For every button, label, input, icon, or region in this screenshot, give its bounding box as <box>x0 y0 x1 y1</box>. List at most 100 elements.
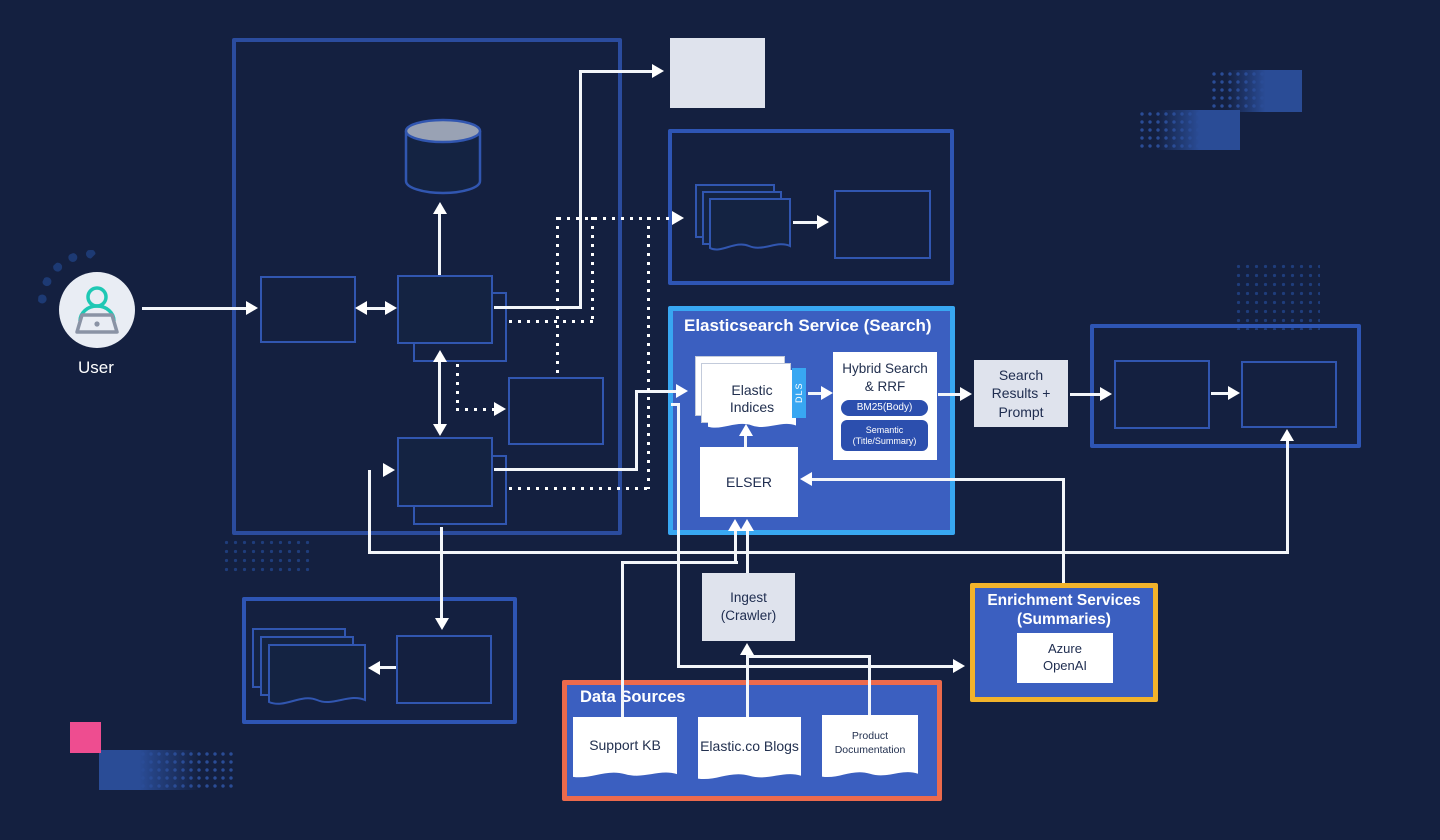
arrowhead <box>433 202 447 214</box>
connector-elser-indices <box>744 436 747 447</box>
connector-indices-hybrid <box>808 392 823 395</box>
dotted-top <box>558 217 674 220</box>
arrowhead <box>676 384 688 398</box>
arrowhead <box>740 643 754 655</box>
doc-elastic-blogs: Elastic.co Blogs <box>698 717 801 787</box>
connector-d-indices-1 <box>494 468 638 471</box>
faded-doc-stack-top <box>695 184 795 258</box>
connector-a-b <box>367 307 387 310</box>
ingest-box: Ingest (Crawler) <box>702 573 795 641</box>
decor-pink-square <box>70 722 101 753</box>
connector-f-g <box>1211 392 1230 395</box>
doc-elastic-blogs-label: Elastic.co Blogs <box>700 737 799 754</box>
connector-es-enrich-1 <box>677 403 680 667</box>
connector-enrich-elser-2 <box>812 478 1065 481</box>
dotted-b-right <box>509 320 595 323</box>
arrowhead <box>435 618 449 630</box>
connector-rail-left <box>368 470 371 554</box>
connector-b-gray-3 <box>579 70 654 73</box>
connector-kb-elser-3 <box>734 531 737 563</box>
doc-product-docs: Product Documentation <box>822 715 918 785</box>
dotted-to-c <box>456 408 494 411</box>
faded-panel-main <box>232 38 622 535</box>
arrowhead <box>1280 429 1294 441</box>
connector-d-bottom <box>440 527 443 620</box>
connector-b-d <box>438 362 441 424</box>
connector-enrich-elser-1 <box>1062 479 1065 583</box>
faded-box-d <box>397 437 493 507</box>
search-results-box: Search Results + Prompt <box>974 360 1068 427</box>
dotted-v1 <box>556 217 559 376</box>
decor-pixels-bottom-left <box>99 750 233 790</box>
arrowhead <box>821 386 833 400</box>
user-label: User <box>78 358 114 377</box>
arrowhead <box>383 463 395 477</box>
hybrid-search-title: Hybrid Search & RRF <box>842 361 928 394</box>
enrichment-title: Enrichment Services (Summaries) <box>987 592 1141 629</box>
connector-kb-elser-1 <box>621 563 624 717</box>
connector-es-enrich-0 <box>671 403 680 406</box>
faded-doc-stack-bottom <box>252 628 370 714</box>
arrowhead <box>433 350 447 362</box>
decor-pixels-right <box>1234 262 1320 330</box>
connector-blogs-ingest <box>746 655 749 717</box>
es-service-title: Elasticsearch Service (Search) <box>684 316 932 335</box>
faded-box-c <box>508 377 604 445</box>
faded-box-f <box>1114 360 1210 429</box>
connector-user-to-app <box>142 307 246 310</box>
ingest-label: Ingest (Crawler) <box>720 590 777 623</box>
connector-d-indices-2 <box>635 390 638 471</box>
doc-product-docs-label: Product Documentation <box>834 730 906 756</box>
connector-hybrid-results <box>938 393 962 396</box>
connector-prod-ingest-1 <box>868 656 871 715</box>
faded-box-g <box>1241 361 1337 428</box>
data-sources-title: Data Sources <box>580 688 686 706</box>
search-results-label: Search Results + Prompt <box>991 367 1051 420</box>
connector-b-db <box>438 214 441 275</box>
decor-pixels-under-panel <box>222 538 310 576</box>
faded-panel-top-right <box>668 129 954 285</box>
connector-ingest-elser <box>746 531 749 573</box>
user-icon <box>59 272 135 348</box>
connector-b-gray-2 <box>579 70 582 309</box>
bm25-pill: BM25(Body) <box>841 400 928 416</box>
arrowhead <box>960 387 972 401</box>
arrowhead <box>246 301 258 315</box>
faded-box-b <box>397 275 493 344</box>
arrowhead <box>368 661 380 675</box>
elser-label: ELSER <box>726 474 772 490</box>
arrowhead <box>385 301 397 315</box>
arrowhead <box>652 64 664 78</box>
dotted-v3 <box>647 217 650 489</box>
connector-results-f <box>1070 393 1102 396</box>
connector-prod-ingest-2 <box>746 655 871 658</box>
decor-arc-user <box>38 250 100 312</box>
faded-panel-bottom-left <box>242 597 517 724</box>
arrowhead <box>433 424 447 436</box>
semantic-pill: Semantic (Title/Summary) <box>841 420 928 451</box>
azure-openai-box: Azure OpenAI <box>1017 633 1113 683</box>
arrowhead <box>1100 387 1112 401</box>
decor-pixels-top-right-b <box>1138 110 1240 150</box>
connector-rail-right <box>1286 441 1289 554</box>
faded-panel-right <box>1090 324 1361 448</box>
arrowhead <box>355 301 367 315</box>
dotted-v4 <box>456 364 459 410</box>
faded-box-a <box>260 276 356 343</box>
arrowhead <box>953 659 965 673</box>
dotted-d-right <box>509 487 649 490</box>
dls-tag: DLS <box>792 368 806 418</box>
faded-box-e <box>834 190 931 259</box>
connector-es-enrich-2 <box>677 665 954 668</box>
connector-b-gray-1 <box>494 306 582 309</box>
dotted-v2 <box>591 217 594 322</box>
decor-pixels-top-right-a <box>1210 70 1302 112</box>
arrowhead <box>817 215 829 229</box>
arrowhead <box>1228 386 1240 400</box>
connector-rail <box>368 551 1289 554</box>
arrowhead <box>672 211 684 225</box>
connector-kb-elser-2 <box>621 561 738 564</box>
doc-support-kb: Support KB <box>573 717 677 785</box>
azure-openai-label: Azure OpenAI <box>1042 641 1088 673</box>
